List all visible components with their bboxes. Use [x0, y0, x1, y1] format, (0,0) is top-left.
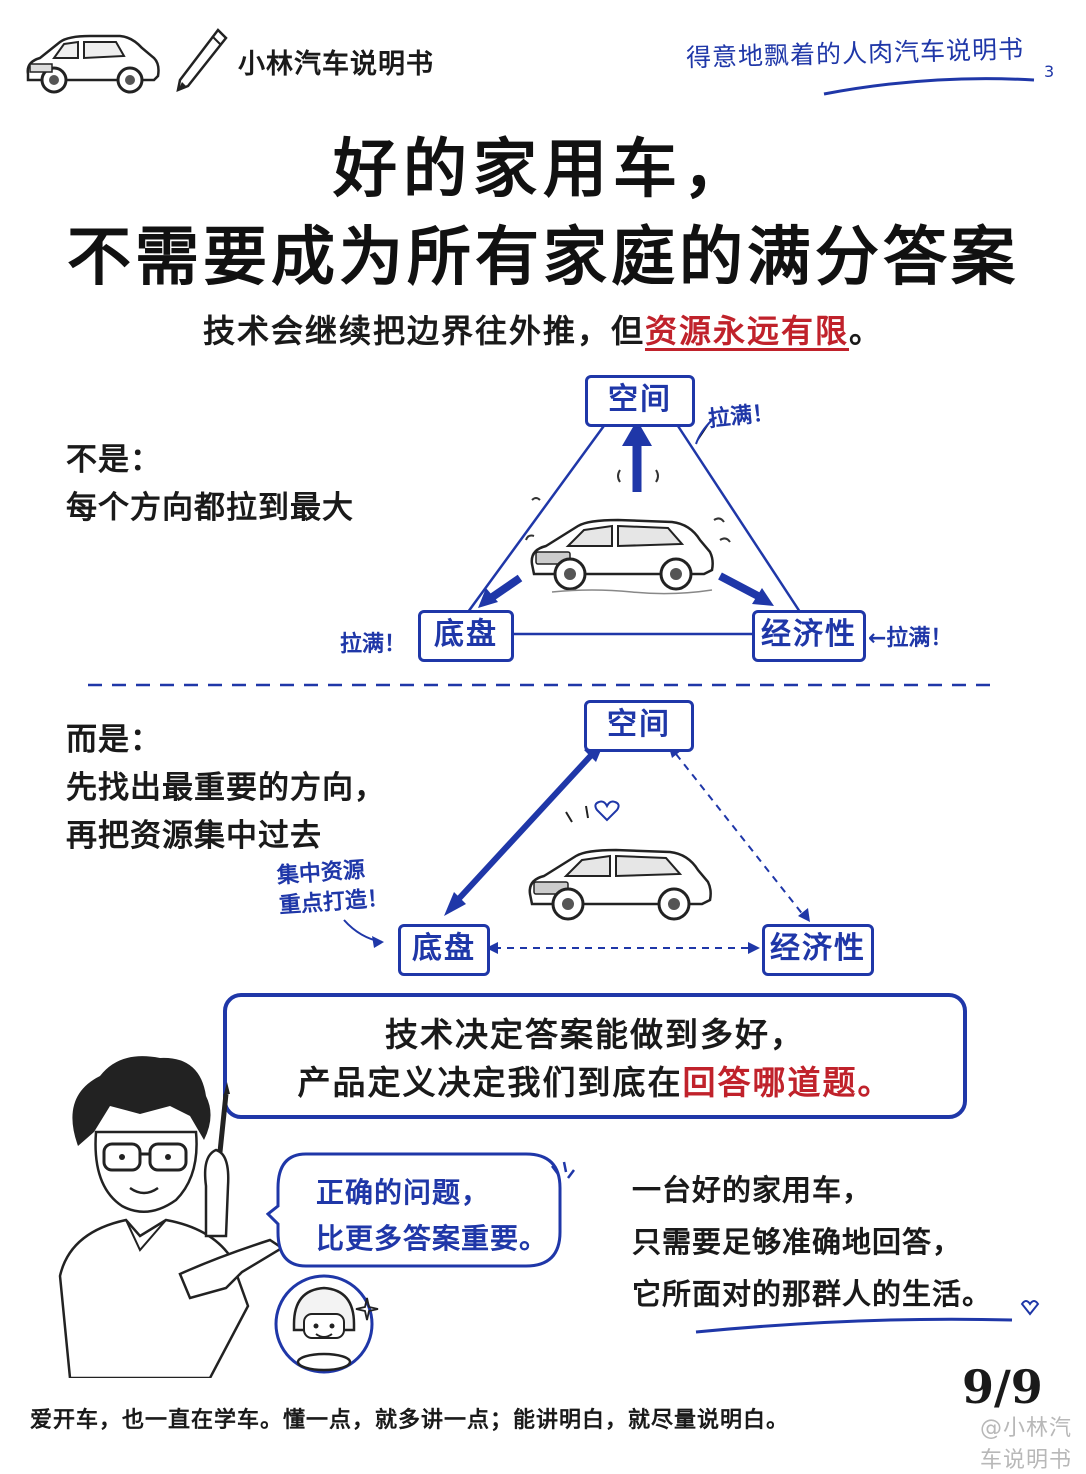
dashed-divider: [88, 683, 1000, 687]
section1-label-title: 不是：: [66, 442, 162, 478]
sparkle-icon: [355, 1297, 379, 1321]
speech-bubble-text: 正确的问题， 比更多答案重要。: [316, 1170, 548, 1262]
series-underline: [823, 77, 1035, 96]
headline-line1: 好的家用车，: [333, 133, 753, 207]
subtitle-end: 。: [849, 312, 884, 350]
closing-line3: 它所面对的那群人的生活。: [632, 1277, 993, 1311]
section1-note-right: ←拉满！: [868, 626, 953, 651]
section2-note: 集中资源 重点打造！: [276, 854, 390, 922]
footer-tagline: 爱开车，也一直在学车。懂一点，就多讲一点；能讲明白，就尽量说明白。: [30, 1408, 790, 1433]
sparkle-lines: [551, 1161, 575, 1179]
key-message-line2-highlight: 回答哪道题。: [682, 1063, 893, 1102]
brand-title: 小林汽车说明书: [238, 49, 434, 80]
closing-underline: [695, 1300, 1040, 1334]
speech-bubble-line2: 比更多答案重要。: [316, 1222, 549, 1255]
key-message-line2-plain: 产品定义决定我们到底在: [297, 1063, 683, 1102]
section2-label-line1: 先找出最重要的方向，: [66, 770, 386, 806]
diagram-1-lines: [466, 419, 802, 636]
section2-label-title: 而是：: [66, 722, 162, 758]
closing-line2: 只需要足够准确地回答，: [632, 1225, 963, 1259]
section2-node-chassis: 底盘: [398, 924, 490, 976]
subtitle-plain: 技术会继续把边界往外推，但: [202, 312, 645, 350]
watermark: @小林汽车说明书: [980, 1416, 1073, 1473]
section1-node-chassis: 底盘: [418, 610, 514, 662]
section2-label-line2: 再把资源集中过去: [66, 818, 322, 854]
closing-text: 一台好的家用车， 只需要足够准确地回答， 它所面对的那群人的生活。: [632, 1164, 992, 1320]
headline-line2: 不需要成为所有家庭的满分答案: [67, 221, 1019, 295]
car-illustration-2: [528, 848, 712, 921]
section2-node-economy: 经济性: [762, 924, 874, 976]
section2-node-space: 空间: [584, 700, 694, 752]
closing-line1: 一台好的家用车，: [632, 1173, 873, 1207]
helmet-avatar-icon: [274, 1274, 374, 1374]
section1-note-top: 拉满！: [707, 400, 776, 433]
section1-node-economy: 经济性: [752, 610, 866, 662]
series-number: 3: [1044, 62, 1055, 81]
section1-label: 不是： 每个方向都拉到最大: [66, 436, 354, 532]
key-message-line1: 技术决定答案能做到多好，: [385, 1015, 805, 1054]
speech-bubble-line1: 正确的问题，: [316, 1176, 491, 1209]
section1-node-space: 空间: [585, 375, 695, 427]
key-message-line2: 产品定义决定我们到底在回答哪道题。: [227, 1059, 963, 1107]
pencil-icon: [176, 28, 228, 93]
heart-icon: [594, 800, 620, 822]
subtitle-highlight: 资源永远有限: [644, 312, 849, 350]
person-illustration: [58, 1056, 285, 1378]
key-message-box: 技术决定答案能做到多好， 产品定义决定我们到底在回答哪道题。: [223, 993, 967, 1119]
section2-label: 而是： 先找出最重要的方向， 再把资源集中过去: [66, 716, 386, 860]
header-car-icon: [26, 34, 160, 94]
section1-note-left: 拉满！: [340, 632, 407, 657]
page-number: 9/9: [962, 1360, 1043, 1414]
section1-label-body: 每个方向都拉到最大: [66, 490, 354, 526]
car-illustration-1: [530, 518, 714, 595]
subtitle: 技术会继续把边界往外推，但资源永远有限。: [0, 306, 1086, 352]
